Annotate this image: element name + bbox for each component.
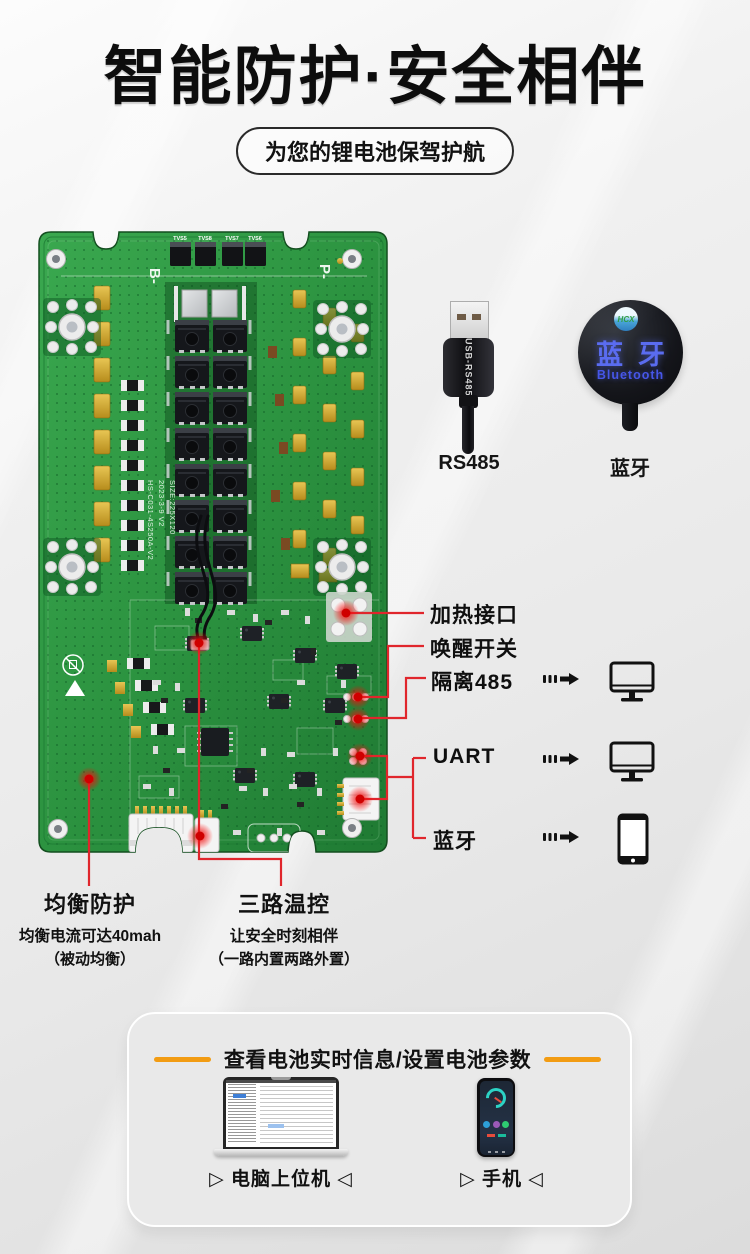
monitor-icon (609, 661, 655, 705)
laptop-screen-content (226, 1080, 336, 1147)
info-card-title: 查看电池实时信息/设置电池参数 (223, 1049, 532, 1072)
callout-wake: 唤醒开关 (430, 638, 518, 661)
bluetooth-caption: 蓝牙 (610, 458, 650, 480)
orange-dash (544, 1056, 602, 1062)
svg-text:SIZE:225X120: SIZE:225X120 (168, 480, 177, 535)
feature-title: 三路温控 (237, 892, 330, 917)
silkscreen-model-block: HS-C031-4S250A-V2 2023-3-9 V2 SIZE:225X1… (146, 480, 177, 560)
rs485-device-text: USB-RS485 (463, 338, 474, 397)
pc-host-label: ▷ 电脑上位机 ◁ (209, 1169, 353, 1190)
bluetooth-dongle-stem (622, 403, 638, 431)
flow-arrow-icon (543, 750, 581, 768)
callout-glow-dots (77, 600, 373, 849)
phone-label: ▷ 手机 ◁ (460, 1169, 544, 1190)
subtitle-pill: 为您的锂电池保驾护航 (235, 127, 515, 175)
callout-lines (87, 611, 426, 886)
laptop-host-software (214, 1077, 348, 1156)
feature-title: 均衡防护 (43, 892, 136, 917)
smartphone-icon (616, 812, 650, 866)
feature-desc: 让安全时刻相伴 (229, 928, 339, 945)
bluetooth-dongle: HCX 蓝牙 Bluetooth (578, 300, 683, 405)
lower-left-resnets (107, 658, 174, 738)
pcb-board-photo: TVS5 TVS8 TVS7 TVS6 (38, 231, 388, 853)
callout-uart: UART (433, 745, 496, 768)
terminal-mark-p: P- (316, 264, 333, 279)
feature-desc: （被动均衡） (44, 951, 135, 968)
passives-white (143, 608, 346, 836)
orange-dash (153, 1056, 211, 1062)
svg-text:TVS7: TVS7 (225, 236, 239, 242)
callout-bluetooth: 蓝牙 (433, 830, 477, 853)
bluetooth-dongle-text: 蓝牙 (596, 340, 680, 370)
svg-text:TVS6: TVS6 (248, 236, 262, 242)
svg-text:2023-3-9 V2: 2023-3-9 V2 (157, 480, 166, 527)
svg-text:TVS8: TVS8 (198, 236, 212, 242)
svg-text:TVS5: TVS5 (173, 236, 187, 242)
brand-logo: HCX (614, 307, 638, 331)
rs485-adapter-body: USB-RS485 (443, 338, 494, 397)
laptop-screen (223, 1077, 339, 1149)
usb-slot (472, 314, 481, 320)
rs485-caption: RS485 (438, 452, 500, 474)
rs485-strain-relief (459, 395, 478, 408)
rs485-usb-plug (450, 301, 489, 340)
page-title: 智能防护·安全相伴 (103, 42, 647, 112)
rs485-cable (462, 406, 474, 454)
laptop-base (214, 1077, 348, 1156)
svg-text:HS-C031-4S250A-V2: HS-C031-4S250A-V2 (146, 480, 155, 560)
flow-arrow-icon (543, 828, 581, 846)
compliance-logos (62, 654, 85, 696)
terminal-mark-b: B- (146, 268, 163, 284)
phone-app-screen (479, 1080, 513, 1155)
flow-arrow-icon (543, 670, 581, 688)
feature-temp-control: 三路温控 让安全时刻相伴 （一路内置两路外置） (200, 887, 368, 969)
info-card-header: 查看电池实时信息/设置电池参数 (127, 1044, 628, 1074)
feature-balance: 均衡防护 均衡电流可达40mah （被动均衡） (8, 887, 172, 969)
inductors (268, 346, 290, 550)
phone-app (477, 1078, 515, 1157)
callout-heating: 加热接口 (430, 604, 518, 627)
pcb-components: TVS5 TVS8 TVS7 TVS6 (39, 232, 387, 852)
callout-iso485: 隔离485 (431, 671, 514, 694)
usb-slot (457, 314, 466, 320)
bluetooth-dongle-subtext: Bluetooth (596, 368, 665, 382)
monitor-icon (609, 741, 655, 785)
feature-desc: 均衡电流可达40mah (18, 928, 162, 945)
mounting-holes (46, 249, 362, 839)
info-card (127, 1012, 632, 1227)
tvs-diodes: TVS5 TVS8 TVS7 TVS6 (170, 236, 266, 266)
feature-desc: （一路内置两路外置） (208, 951, 359, 968)
